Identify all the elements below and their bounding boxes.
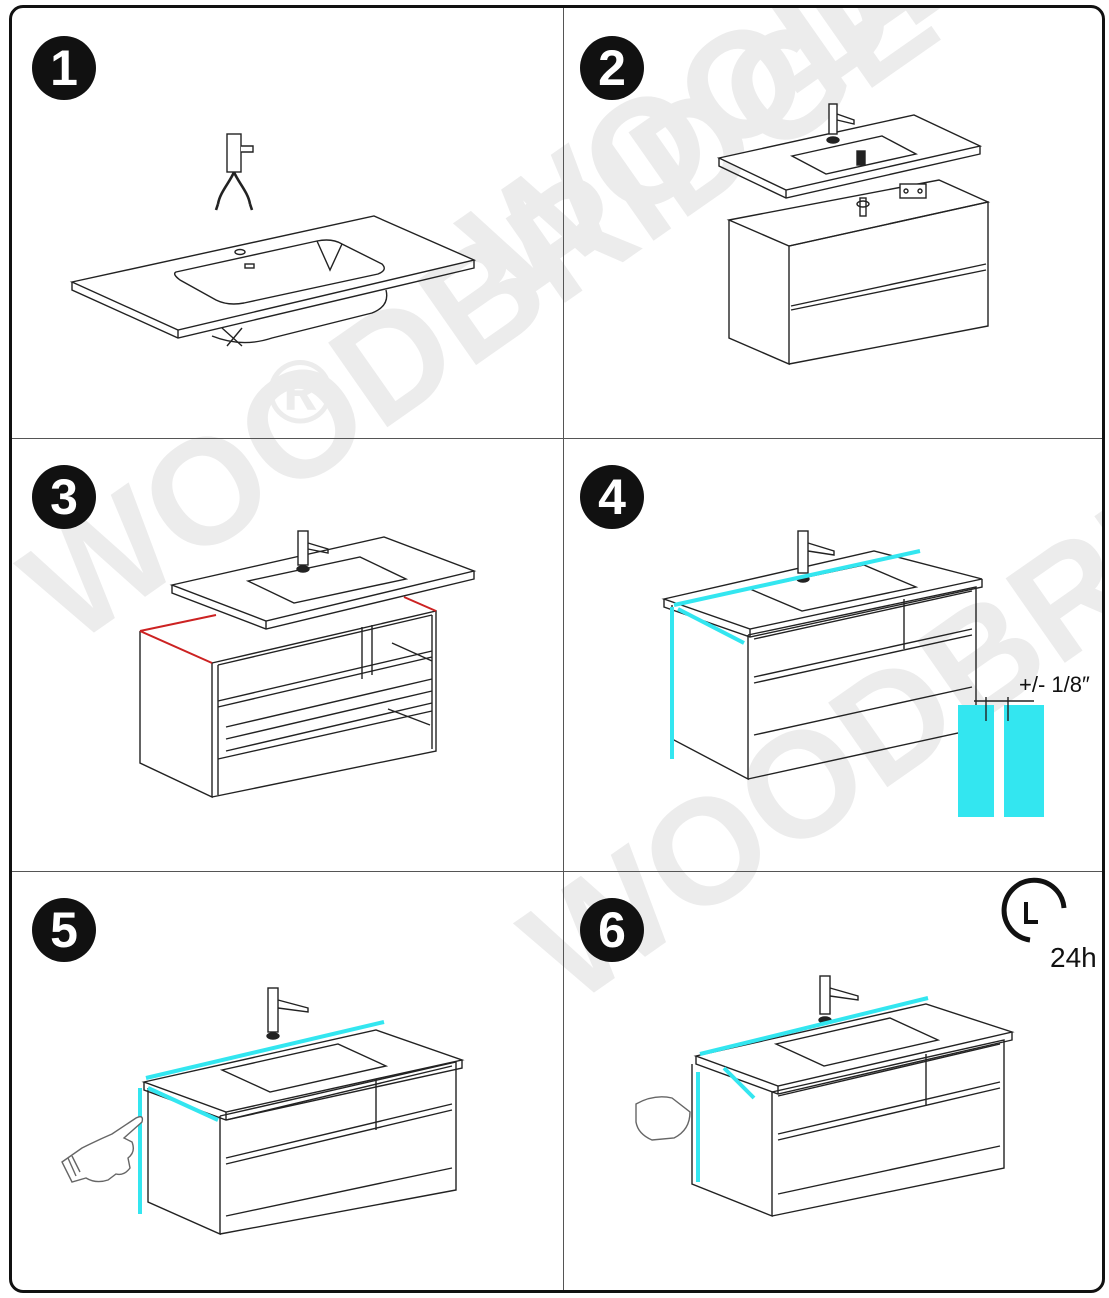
vanity-with-tape-icon [141,987,465,1236]
faucet-with-hoses-icon [214,133,254,211]
pointing-hand-icon [61,1115,144,1183]
step-1-badge: 1 [32,36,96,100]
step-5-illustration [61,987,465,1236]
step-6-panel: 6 [564,872,1102,1290]
step-3-panel: 3 [12,439,563,871]
step-2-illustration [716,103,991,366]
step-2-badge: 2 [580,36,644,100]
painters-tape-lines [670,549,921,759]
cure-time-label: 24h [1050,942,1097,973]
painters-tape-lines [138,1020,385,1214]
peeling-hand-icon [635,1096,691,1141]
vanity-top-sink-icon [69,215,477,347]
step-3-badge: 3 [32,465,96,529]
grid-divider-row1 [12,438,1102,439]
step-1-illustration [69,133,477,347]
step-6-illustration [635,877,1067,1218]
tape-strip-detail [958,697,1044,817]
step-3-illustration [139,530,477,799]
clock-icon [1001,877,1067,943]
open-cabinet-icon [139,610,437,799]
grid-divider-row2 [12,871,1102,872]
tape-peeling-lines [696,996,929,1182]
grid-divider-vertical [563,8,564,1290]
step-5-badge: 5 [32,898,96,962]
step-1-panel: 1 [12,8,563,438]
step-6-badge: 6 [580,898,644,962]
instruction-sheet: WOODBRIDGE WOODBRIDGE WOODBRIDGE ® 1 [9,5,1105,1293]
cabinet-icon [726,179,991,366]
step-4-badge: 4 [580,465,644,529]
vanity-top-icon [716,103,983,199]
vanity-top-lowering-icon [169,530,477,630]
step-2-panel: 2 [564,8,1102,438]
vanity-tape-removed-icon [691,975,1015,1218]
assembled-vanity-icon [661,530,983,781]
step-5-panel: 5 [12,872,563,1290]
step-4-panel: 4 [564,439,1102,871]
step-4-illustration [661,530,1044,817]
silicone-bead-red-lines [139,596,437,664]
tape-gap-tolerance-label: +/- 1/8″ [1019,672,1090,697]
